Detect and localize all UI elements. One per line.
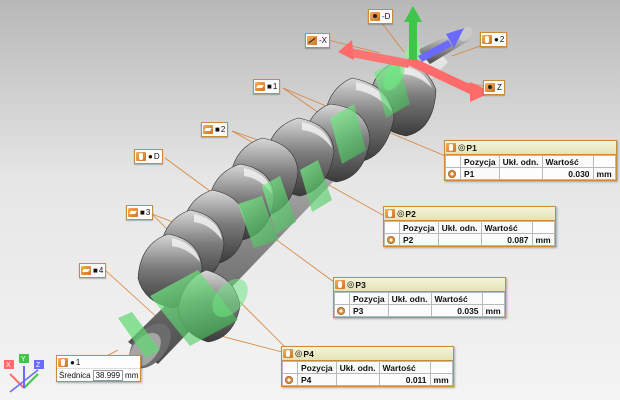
position-tolerance-icon: ◎	[458, 142, 466, 152]
square-icon: ■	[267, 82, 272, 91]
position-table-p4[interactable]: ◎ P4 Pozycja Ukł. odn. Wartość P4 0.011 …	[281, 346, 454, 387]
dot-icon: ●	[148, 152, 153, 161]
svg-text:Y: Y	[21, 356, 26, 363]
plane-icon	[203, 125, 213, 134]
position-table-p2[interactable]: ◎ P2 Pozycja Ukł. odn. Wartość P2 0.087 …	[383, 206, 556, 247]
cylinder-icon	[136, 152, 146, 161]
dot-icon: ●	[70, 357, 75, 367]
datum-tag-plane-2[interactable]: ■ 2	[201, 122, 229, 137]
plane-icon	[128, 208, 138, 217]
cylinder-icon	[283, 349, 293, 358]
position-icon	[448, 169, 456, 178]
point-icon	[485, 83, 495, 92]
position-table-p3[interactable]: ◎ P3 Pozycja Ukł. odn. Wartość P3 0.035 …	[333, 277, 506, 318]
position-icon	[337, 306, 345, 315]
position-tolerance-icon: ◎	[397, 208, 405, 218]
datum-tag-x[interactable]: -X	[305, 33, 330, 48]
cylinder-icon	[58, 357, 68, 367]
axis-orientation-icon: X Y Z	[4, 354, 44, 393]
cylinder-icon	[446, 143, 456, 152]
plane-icon	[81, 266, 91, 275]
plane-icon	[255, 82, 265, 91]
datum-tag-d[interactable]: -D	[368, 9, 394, 24]
square-icon: ■	[215, 125, 220, 134]
datum-tag-z[interactable]: Z	[483, 80, 505, 95]
datum-tag-plane-1[interactable]: ■ 1	[253, 79, 281, 94]
position-tolerance-icon: ◎	[295, 348, 303, 358]
position-table-p1[interactable]: ◎ P1 Pozycja Ukł. odn. Wartość P1 0.030 …	[444, 140, 617, 181]
position-icon	[285, 375, 293, 384]
diameter-callout[interactable]: ● 1 Średnica 38.999 mm	[56, 355, 142, 382]
position-tolerance-icon: ◎	[347, 279, 355, 289]
square-icon: ■	[140, 208, 145, 217]
position-icon	[387, 235, 395, 244]
datum-tag-cylinder-2[interactable]: ● 2	[480, 32, 508, 47]
line-icon	[307, 36, 317, 45]
coordinate-triad[interactable]	[338, 6, 492, 102]
cylinder-icon	[335, 280, 345, 289]
dot-icon: ●	[494, 35, 499, 44]
highlighted-features	[118, 60, 410, 358]
diameter-value: 38.999	[92, 369, 124, 381]
cylinder-icon	[482, 35, 492, 44]
point-icon	[370, 12, 380, 21]
svg-text:X: X	[6, 362, 11, 369]
cylinder-icon	[385, 209, 395, 218]
diameter-unit: mm	[125, 370, 139, 380]
svg-text:Z: Z	[36, 362, 41, 369]
square-icon: ■	[93, 266, 98, 275]
datum-tag-plane-3[interactable]: ■ 3	[126, 205, 154, 220]
datum-tag-plane-4[interactable]: ■ 4	[79, 263, 107, 278]
datum-tag-cylinder-d[interactable]: ● D	[134, 149, 163, 164]
diameter-label: Średnica	[59, 370, 91, 380]
